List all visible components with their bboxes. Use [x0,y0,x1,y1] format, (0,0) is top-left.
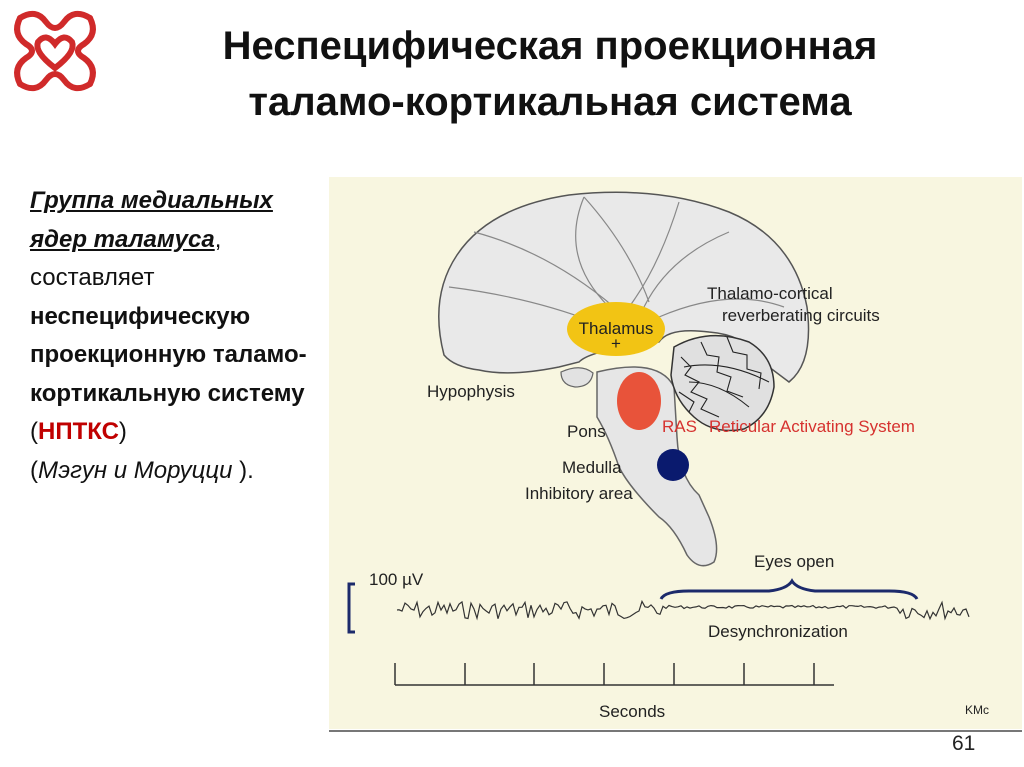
logo-icon [14,10,96,92]
footer-rule [329,730,1022,732]
comma: , [214,225,222,253]
brain-figure: Thalamus + Thalamo-cortical reverberatin… [329,177,1022,729]
ras-label: RAS [662,417,697,436]
thalamus-label: Thalamus [579,319,654,338]
scale-bracket [347,582,355,634]
paren-close: ) [118,418,127,445]
hypophysis-shape [560,367,594,388]
circuits-label-1: Thalamo-cortical [707,284,833,303]
inhibitory-label: Inhibitory area [525,484,633,503]
pons-label: Pons [567,422,606,441]
credit-label: KMc [965,703,989,717]
inhibitory-area [657,449,689,481]
ras-description: Reticular Activating System [709,417,915,436]
scale-label: 100 µV [369,570,424,589]
description-text: Группа медиальных ядер таламуса, составл… [30,182,330,490]
seconds-ticks [394,663,815,685]
desync-label: Desynchronization [708,622,848,641]
citation-open: ( [30,456,38,484]
ras-area [617,372,661,430]
abbreviation: НПТКС [38,418,119,445]
eeg-trace [396,599,970,621]
citation-close: ). [232,456,254,484]
paren-open: ( [30,418,38,445]
medial-nuclei-term: Группа медиальных ядер таламуса [30,187,273,253]
slide-title: Неспецифическая проекционная таламо-корт… [100,18,1000,130]
eyes-open-label: Eyes open [754,552,834,571]
citation-authors: Мэгун и Моруцци [38,456,233,484]
title-line-1: Неспецифическая проекционная [222,24,878,68]
brain-diagram: Thalamus + Thalamo-cortical reverberatin… [347,191,989,721]
thalamus-shape [567,302,665,356]
verb-text: составляет [30,264,155,291]
eyes-open-brace [659,578,919,600]
circuits-label-2: reverberating circuits [722,306,880,325]
seconds-label: Seconds [599,702,665,721]
medulla-label: Medulla [562,458,622,477]
cerebrum-shape [438,191,810,383]
title-line-2: таламо-кортикальная система [248,80,852,124]
thalamus-plus: + [611,334,621,353]
page-number: 61 [952,732,976,755]
hypophysis-label: Hypophysis [427,382,515,401]
system-name: неспецифическую проекционную таламо-корт… [30,302,307,407]
